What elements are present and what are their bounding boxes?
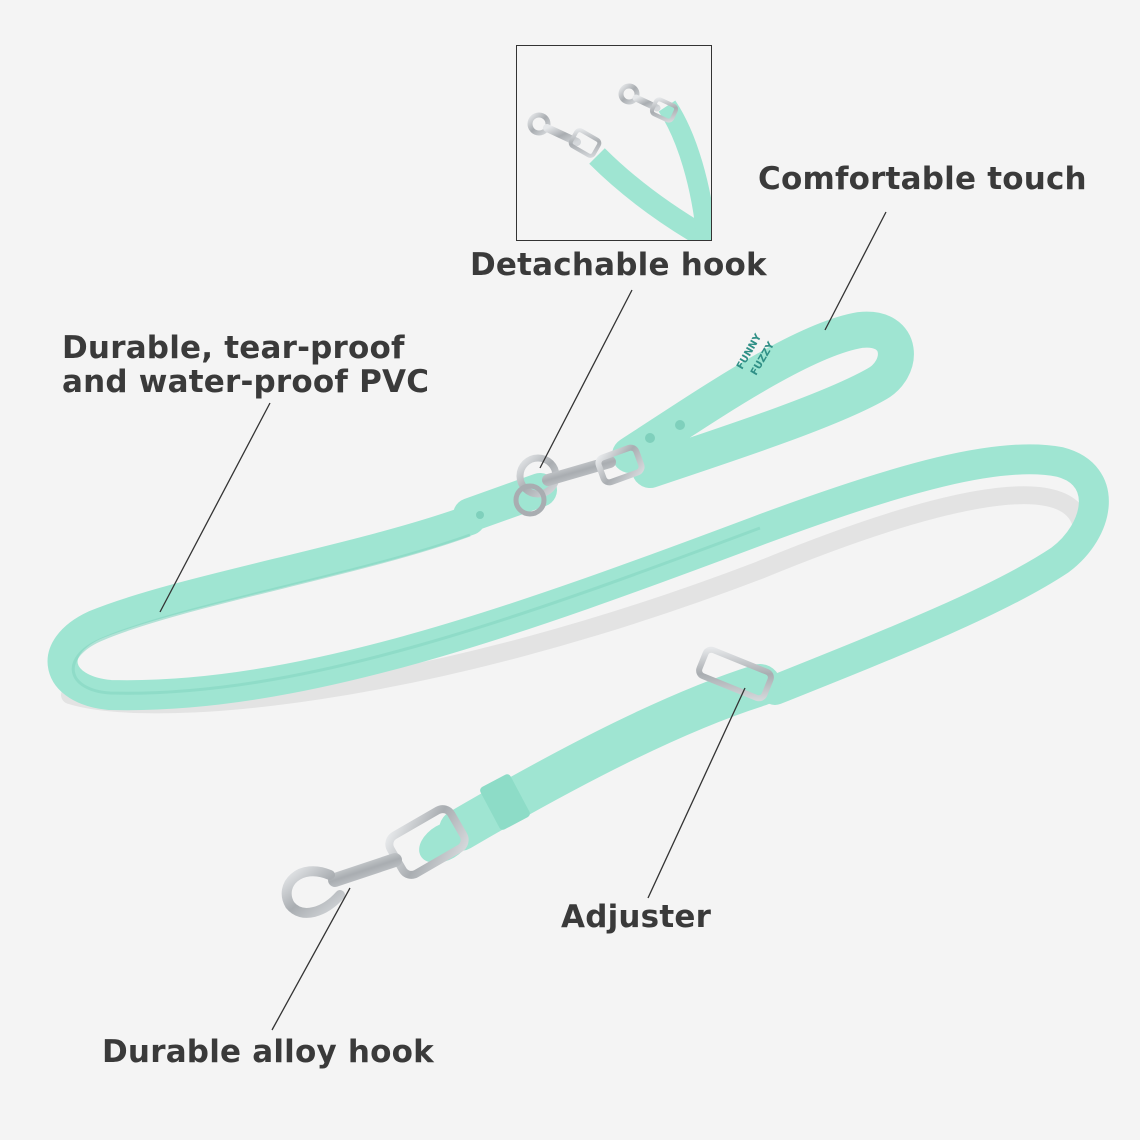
leader-comfortable-touch bbox=[824, 211, 887, 331]
callout-alloy-hook: Durable alloy hook bbox=[102, 1034, 434, 1070]
callout-pvc: Durable, tear-proof and water-proof PVC bbox=[62, 331, 429, 399]
callout-detachable-hook: Detachable hook bbox=[470, 247, 767, 283]
leader-alloy-hook bbox=[271, 887, 351, 1031]
leader-pvc bbox=[159, 402, 271, 613]
adjuster-buckle bbox=[696, 646, 774, 702]
leash-handle bbox=[612, 311, 914, 488]
leader-detachable-hook bbox=[539, 289, 633, 469]
inset-illustration bbox=[527, 83, 711, 240]
leash-long-loop bbox=[47, 444, 1109, 711]
callout-pvc-line2: and water-proof PVC bbox=[62, 364, 430, 400]
leash-long-loop-edge bbox=[71, 526, 761, 695]
callout-comfortable-touch: Comfortable touch bbox=[758, 161, 1087, 197]
detachable-hook bbox=[513, 444, 645, 517]
leader-adjuster bbox=[647, 687, 746, 899]
detachable-hook-inset bbox=[516, 45, 712, 241]
lower-keeper bbox=[480, 774, 530, 830]
callout-adjuster: Adjuster bbox=[561, 899, 712, 935]
alloy-hook bbox=[281, 805, 469, 918]
callout-pvc-line1: Durable, tear-proof bbox=[62, 330, 405, 366]
